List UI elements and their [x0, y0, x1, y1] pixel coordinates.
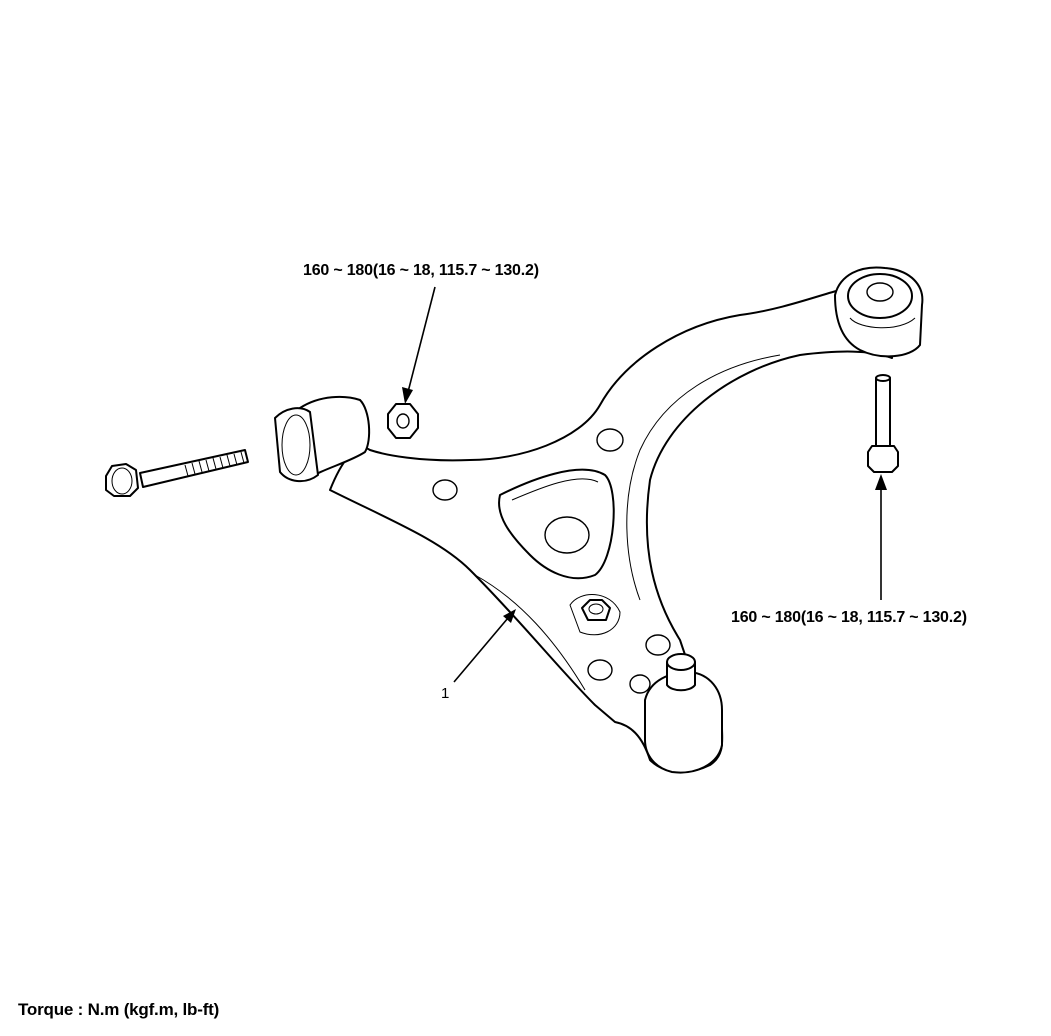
torque-spec-top: 160 ~ 180(16 ~ 18, 115.7 ~ 130.2) — [303, 262, 539, 279]
rear-bushing-hole — [866, 282, 894, 302]
leader-top-head — [402, 387, 413, 404]
torque-units-legend: Torque : N.m (kgf.m, lb-ft) — [18, 1000, 220, 1019]
front-bolt-threads — [184, 451, 245, 477]
lower-edge-line — [474, 574, 586, 691]
front-bolt-flange — [111, 467, 133, 495]
callout-number-1: 1 — [441, 685, 450, 702]
hole-lower-3 — [629, 674, 651, 694]
mounting-nut — [581, 599, 611, 621]
hole-upper — [596, 428, 624, 452]
ball-joint-stud-top — [666, 653, 696, 671]
flange-nut-hole — [396, 413, 410, 429]
front-bolt-head — [105, 463, 139, 497]
mounting-nut-face — [588, 603, 604, 615]
pocket-inner-line — [511, 478, 599, 501]
leader-top — [407, 286, 436, 393]
rear-bushing-ring — [849, 317, 916, 329]
leader-right-head — [875, 474, 887, 490]
inner-rib-line — [626, 354, 781, 601]
leader-callout-1 — [453, 617, 509, 683]
hole-lower-1 — [645, 634, 671, 656]
rear-bolt-head — [867, 445, 899, 473]
hole-lower-2 — [587, 659, 613, 681]
nut-boss-outline — [569, 594, 621, 636]
torque-spec-right: 160 ~ 180(16 ~ 18, 115.7 ~ 130.2) — [731, 609, 967, 626]
leader-callout-1-head — [503, 609, 516, 623]
rear-bolt-tip — [875, 374, 891, 382]
rear-bolt-shank — [875, 377, 891, 449]
front-bushing-sleeve — [299, 395, 371, 479]
front-bushing — [274, 407, 319, 483]
pocket-hole — [544, 516, 590, 554]
hole-left — [432, 479, 458, 501]
front-bushing-face — [281, 414, 311, 476]
